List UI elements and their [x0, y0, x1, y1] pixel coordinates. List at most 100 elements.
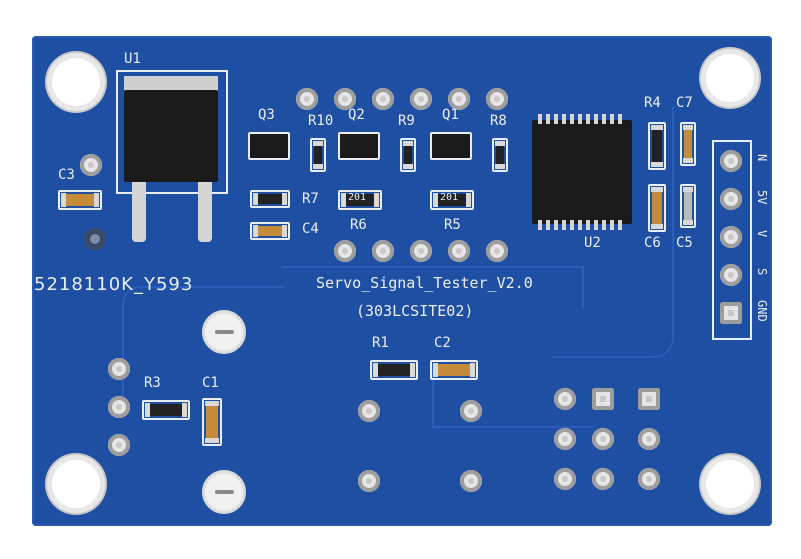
label-r10: R10 — [308, 113, 334, 129]
c7-capacitor — [680, 122, 696, 166]
through-hole-pad — [638, 388, 660, 410]
label-r1: R1 — [372, 335, 389, 351]
c5-capacitor — [680, 184, 696, 228]
through-hole-pad — [108, 434, 130, 456]
connector-pin-v — [720, 226, 742, 248]
connector-pin-s — [720, 264, 742, 286]
q3-transistor — [248, 132, 290, 160]
label-r7: R7 — [302, 191, 319, 207]
through-hole-pad — [80, 154, 102, 176]
label-c6: C6 — [644, 235, 661, 251]
c2-capacitor — [430, 360, 478, 380]
switch-pad — [358, 470, 380, 492]
u2-microcontroller — [532, 120, 632, 224]
label-c4: C4 — [302, 221, 319, 237]
r7-resistor — [250, 190, 290, 208]
pin-label-gnd: GND — [755, 300, 769, 322]
label-r8: R8 — [490, 113, 507, 129]
switch-pad — [460, 470, 482, 492]
board-code: 5218110K_Y593 — [34, 274, 194, 295]
label-r3: R3 — [144, 375, 161, 391]
through-hole-pad — [638, 428, 660, 450]
pcb-board: U1 C3 5218110K_Y593 Q3 R10 Q2 R9 Q1 R8 R… — [32, 36, 772, 526]
board-subtitle: (303LCSITE02) — [356, 302, 474, 320]
through-hole-pad — [592, 388, 614, 410]
r3-resistor — [142, 400, 190, 420]
u1-pin — [132, 182, 146, 242]
r4-resistor — [648, 122, 666, 170]
through-hole-pad — [410, 88, 432, 110]
mounting-hole-top-left — [52, 58, 100, 106]
label-q1: Q1 — [442, 107, 459, 123]
u2-pins-bottom — [538, 220, 626, 230]
connector-labels: N 5V V S GND — [754, 148, 770, 338]
through-hole-pad — [334, 88, 356, 110]
through-hole-pad — [638, 468, 660, 490]
label-r4: R4 — [644, 95, 661, 111]
sot-code-mark: 201 — [440, 192, 459, 203]
r1-resistor — [370, 360, 418, 380]
q2-transistor — [338, 132, 380, 160]
sot-code-mark: 201 — [348, 192, 367, 203]
pcb-trace — [552, 106, 674, 358]
mounting-hole-bottom-left — [52, 460, 100, 508]
board-title: Servo_Signal_Tester_V2.0 — [316, 274, 533, 292]
q1-transistor — [430, 132, 472, 160]
r5-resistor — [430, 190, 474, 210]
label-c3: C3 — [58, 167, 75, 183]
label-c5: C5 — [676, 235, 693, 251]
through-hole-pad — [372, 240, 394, 262]
label-u2: U2 — [584, 235, 601, 251]
through-hole-pad — [554, 388, 576, 410]
through-hole-pad — [108, 358, 130, 380]
label-q3: Q3 — [258, 107, 275, 123]
u2-pins-top — [538, 114, 626, 124]
servo-connector-outline — [712, 140, 752, 340]
mounting-hole-bottom-right — [706, 460, 754, 508]
label-r9: R9 — [398, 113, 415, 129]
pin-label-5v: 5V — [755, 190, 769, 205]
through-hole-pad — [372, 88, 394, 110]
c6-capacitor — [648, 184, 666, 232]
through-hole-pad — [296, 88, 318, 110]
label-c7: C7 — [676, 95, 693, 111]
through-hole-pad — [448, 240, 470, 262]
label-u1: U1 — [124, 51, 141, 67]
label-r5: R5 — [444, 217, 461, 233]
c1-capacitor — [202, 398, 222, 446]
label-c2: C2 — [434, 335, 451, 351]
through-hole-pad — [410, 240, 432, 262]
pin-label-v: V — [755, 230, 769, 238]
potentiometer-pad — [202, 470, 246, 514]
u1-regulator-chip — [124, 90, 218, 182]
mounting-hole-top-right — [706, 54, 754, 102]
label-q2: Q2 — [348, 107, 365, 123]
r6-resistor — [338, 190, 382, 210]
c4-capacitor — [250, 222, 290, 240]
c3-capacitor — [58, 190, 102, 210]
connector-pin-5v — [720, 188, 742, 210]
through-hole-pad — [108, 396, 130, 418]
through-hole-pad — [592, 428, 614, 450]
r8-resistor — [492, 138, 508, 172]
through-hole-pad — [448, 88, 470, 110]
through-hole-pad — [334, 240, 356, 262]
switch-pad — [358, 400, 380, 422]
label-r6: R6 — [350, 217, 367, 233]
pin-label-n: N — [755, 154, 769, 162]
pin-label-s: S — [755, 268, 769, 276]
connector-pin-gnd — [720, 302, 742, 324]
through-hole-pad — [592, 468, 614, 490]
potentiometer-pad — [202, 310, 246, 354]
u1-pin — [198, 182, 212, 242]
through-hole-pad — [554, 468, 576, 490]
through-hole-pad — [486, 240, 508, 262]
pcb-trace — [122, 286, 284, 408]
pcb-trace — [282, 266, 584, 308]
switch-pad — [460, 400, 482, 422]
pcb-trace — [432, 366, 594, 428]
through-hole-pad — [486, 88, 508, 110]
u1-outline — [116, 70, 228, 194]
r9-resistor — [400, 138, 416, 172]
label-c1: C1 — [202, 375, 219, 391]
